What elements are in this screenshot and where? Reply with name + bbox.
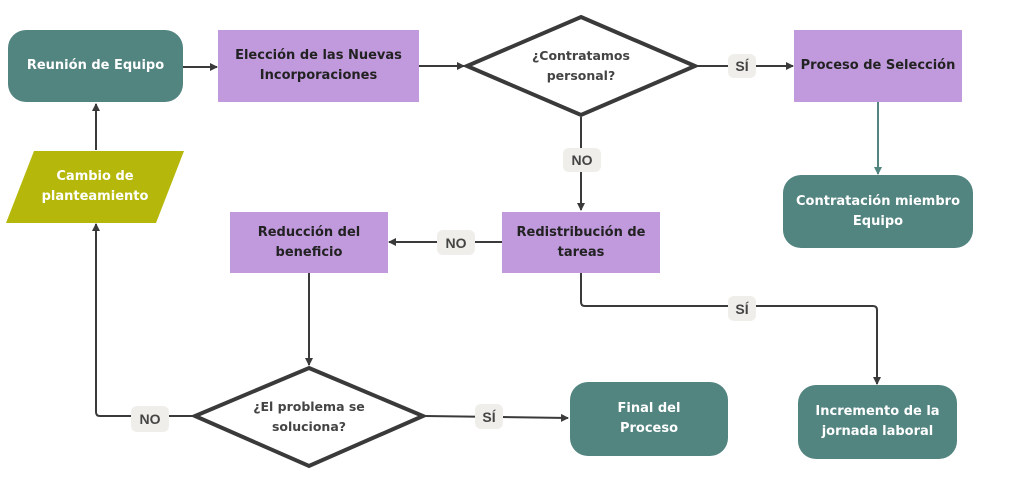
- decision-contratamos-personal[interactable]: ¿Contratamos personal?: [464, 14, 698, 118]
- node-label: Contratación miembro Equipo: [796, 193, 960, 229]
- edge-redistribucion-incremento: [580, 273, 881, 385]
- node-contratacion-miembro-equipo[interactable]: Contratación miembro Equipo: [783, 175, 973, 248]
- node-incremento-jornada-laboral[interactable]: Incremento de la jornada laboral: [798, 385, 957, 459]
- node-final-del-proceso[interactable]: Final del Proceso: [570, 382, 728, 456]
- node-eleccion-nuevas-incorporaciones[interactable]: Elección de las Nuevas Incorporaciones: [218, 30, 419, 102]
- parallelogram-shape: [6, 151, 184, 223]
- node-redistribucion-de-tareas[interactable]: Redistribución de tareas: [502, 212, 660, 273]
- node-reunion-de-equipo[interactable]: Reunión de Equipo: [8, 30, 183, 102]
- node-label: ¿Contratamos personal?: [532, 48, 630, 83]
- edge-problema-cambio: [92, 223, 193, 417]
- node-reduccion-del-beneficio[interactable]: Reducción del beneficio: [230, 212, 388, 273]
- node-label: ¿El problema se soluciona?: [253, 399, 365, 434]
- edge-label-si-problema: SÍ: [475, 404, 503, 429]
- diamond-shape: [192, 365, 426, 469]
- node-label: Final del Proceso: [617, 401, 681, 436]
- edge-label-si-redistribucion: SÍ: [728, 296, 756, 321]
- node-cambio-de-planteamiento[interactable]: Cambio de planteamiento: [6, 151, 184, 223]
- edge-label-si-contratamos: SÍ: [728, 54, 756, 78]
- node-label: Incremento de la jornada laboral: [815, 404, 940, 439]
- node-label: Reducción del beneficio: [257, 224, 361, 260]
- node-proceso-de-seleccion[interactable]: Proceso de Selección: [794, 30, 962, 102]
- node-label: Cambio de planteamiento: [41, 169, 149, 204]
- edge-label-no-redistribucion: NO: [437, 230, 475, 255]
- diamond-shape: [464, 14, 698, 118]
- node-label: Redistribución de tareas: [516, 224, 646, 260]
- node-label: Elección de las Nuevas Incorporaciones: [235, 48, 402, 83]
- decision-el-problema-se-soluciona[interactable]: ¿El problema se soluciona?: [192, 365, 426, 469]
- node-label: Proceso de Selección: [800, 58, 956, 73]
- edge-label-no-contratamos: NO: [563, 148, 601, 172]
- node-label: Reunión de Equipo: [26, 58, 165, 73]
- edge-label-no-problema: NO: [131, 406, 169, 432]
